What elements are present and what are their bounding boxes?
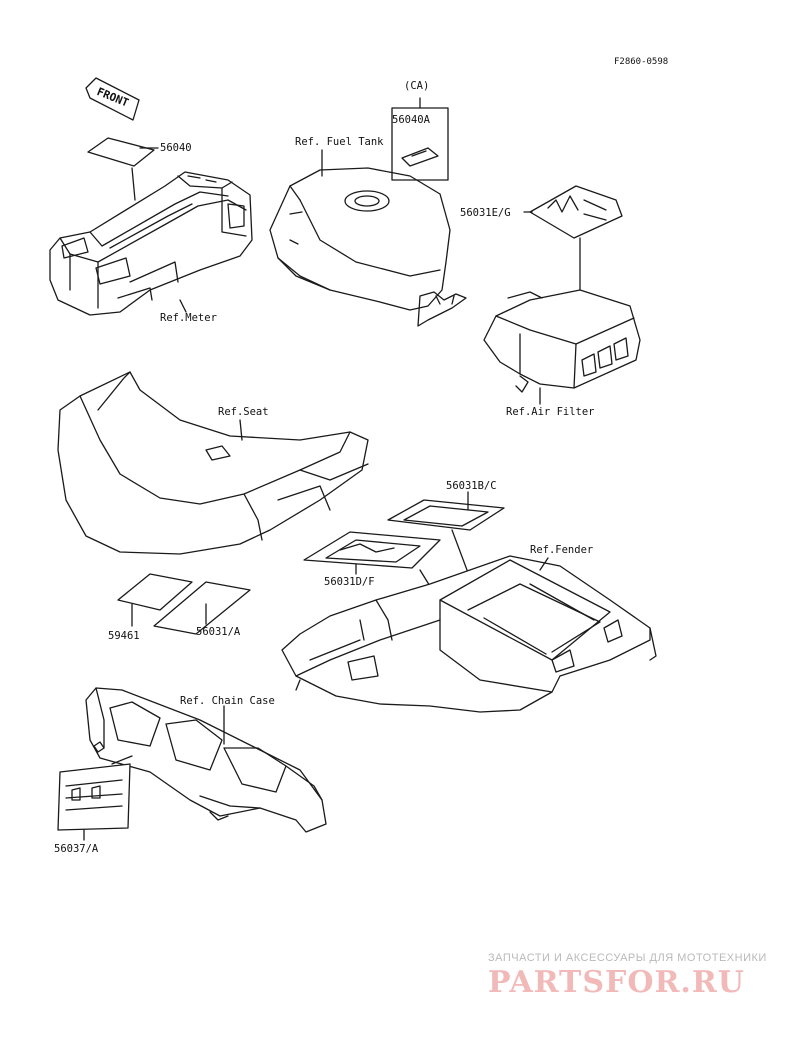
fuel-tank [269, 167, 467, 327]
label-56031bc [387, 499, 505, 531]
leader-ref-meter [179, 299, 187, 313]
ref-meter-label: Ref.Meter [160, 312, 217, 324]
label-56040 [87, 137, 155, 167]
part-number-56040a: 56040A [392, 114, 430, 126]
ref-fuel-tank-label: Ref. Fuel Tank [295, 136, 384, 148]
watermark-tagline: ЗАПЧАСТИ И АКСЕССУАРЫ ДЛЯ МОТОТЕХНИКИ [488, 952, 767, 964]
ref-seat-label: Ref.Seat [218, 406, 269, 418]
part-number-56031eg: 56031E/G [460, 207, 511, 219]
part-number-56031a: 56031/A [196, 626, 241, 638]
label-56031a [153, 581, 251, 635]
leader-ref-fender [539, 557, 549, 571]
label-56031bc-inner [403, 505, 489, 527]
ref-air-filter-label: Ref.Air Filter [506, 406, 595, 418]
label-56031eg [529, 185, 623, 239]
front-arrow-icon: FRONT [85, 77, 140, 121]
seat [57, 371, 369, 555]
part-number-56037a: 56037/A [54, 843, 99, 855]
meter-housing [49, 171, 253, 316]
label-56031df-inner [325, 539, 421, 563]
figure-code: F2860-0598 [614, 57, 669, 67]
watermark-logo: PARTSFOR.RU [488, 965, 745, 1000]
part-number-56040: 56040 [160, 142, 192, 154]
label-56031df-mark [339, 543, 395, 553]
leader-56037a-b [111, 755, 133, 765]
part-number-56031df: 56031D/F [324, 576, 375, 588]
chain-case [85, 687, 327, 833]
ca-box [391, 97, 449, 181]
ref-fender-label: Ref.Fender [530, 544, 594, 556]
label-56037a [57, 763, 131, 831]
leader-56040-b [131, 167, 136, 201]
ref-chain-case-label: Ref. Chain Case [180, 695, 275, 707]
rear-fender [281, 555, 657, 713]
leader-ref-seat [239, 419, 243, 441]
part-number-56031bc: 56031B/C [446, 480, 497, 492]
air-filter-housing [483, 289, 641, 393]
part-number-59461: 59461 [108, 630, 140, 642]
leader-56031bc-b [451, 529, 471, 579]
ca-label: (CA) [404, 80, 430, 92]
label-59461 [117, 573, 193, 611]
